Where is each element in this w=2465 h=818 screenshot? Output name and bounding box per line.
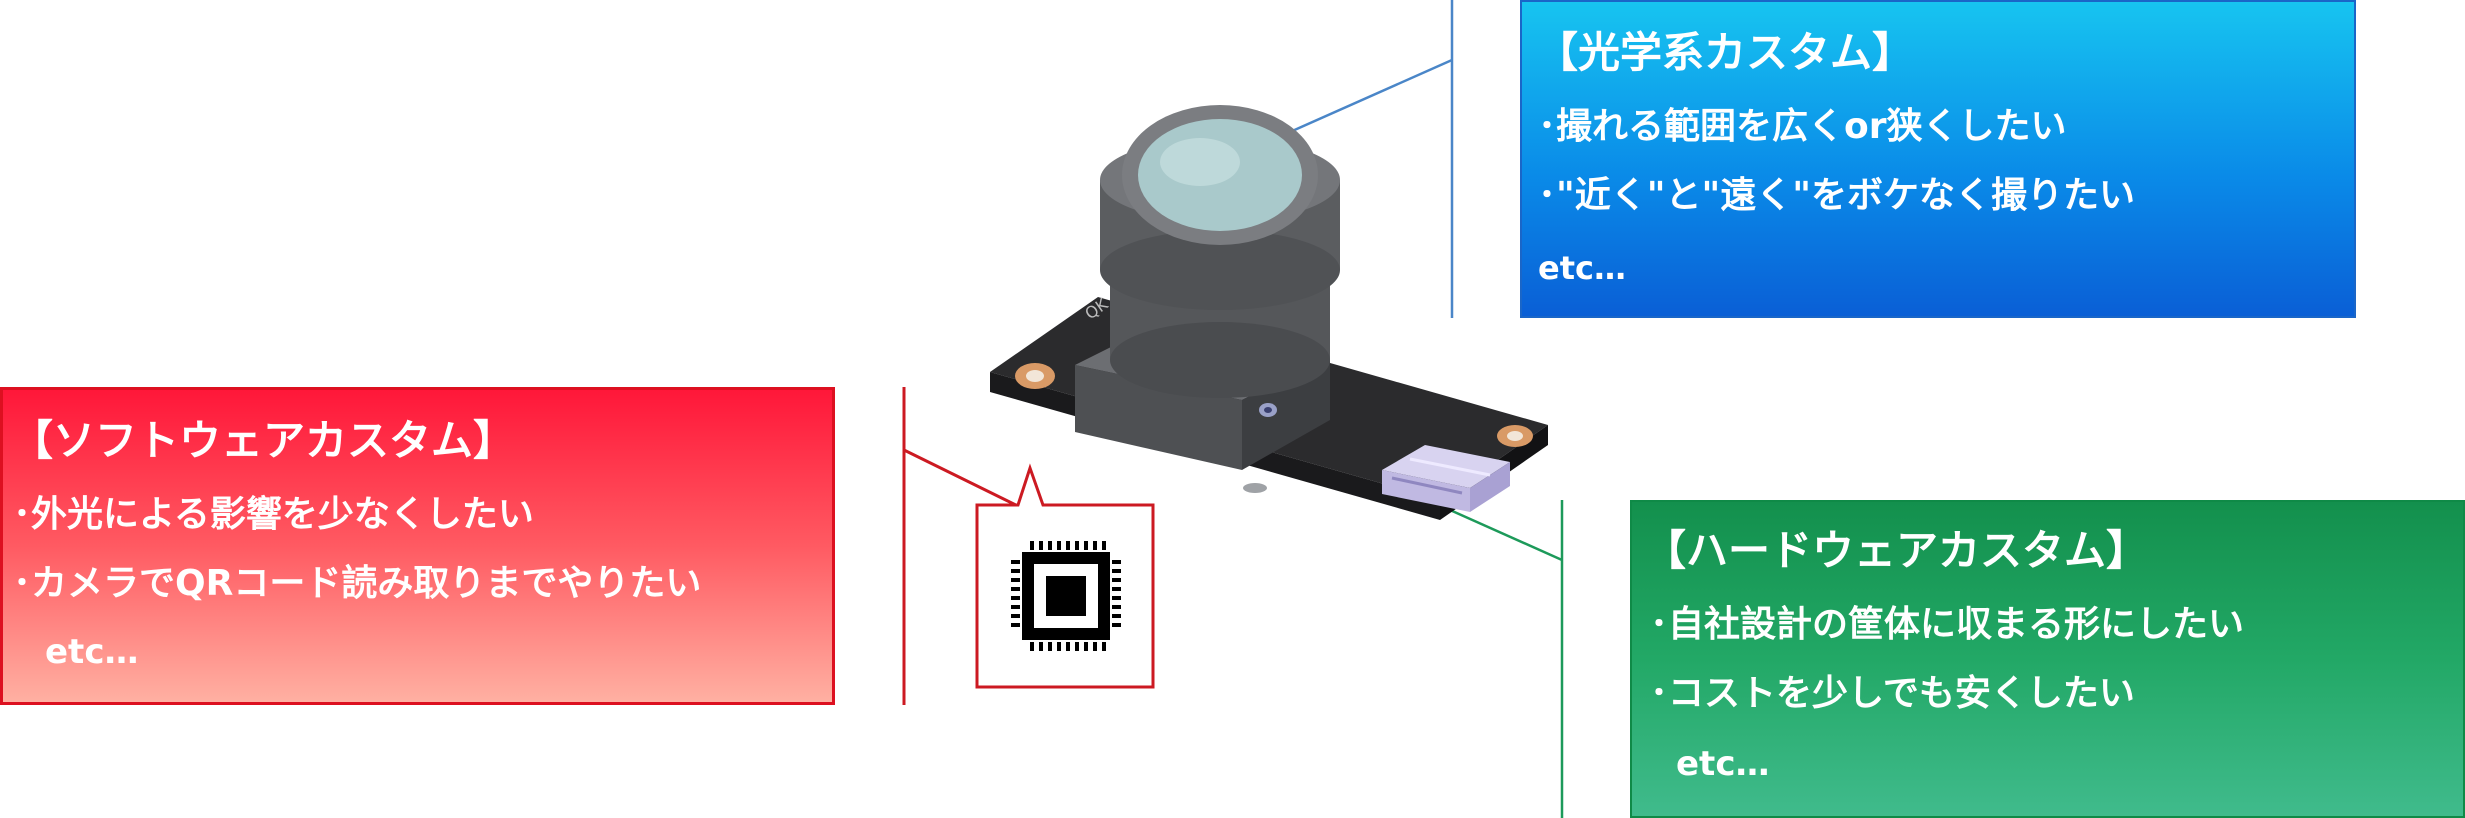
hardware-connector-line [1449, 500, 1564, 818]
optical-etc: etc… [1538, 249, 1626, 287]
software-item-1: ･外光による影響を少なくしたい [13, 494, 534, 535]
optical-item-1: ･撮れる範囲を広くor狭くしたい [1538, 106, 2067, 147]
optical-item-2: ･"近く"と"遠く"をボケなく撮りたい [1538, 175, 2136, 216]
software-custom-box: 【ソフトウェアカスタム】 ･外光による影響を少なくしたい ･カメラでQRコード読… [0, 387, 835, 705]
software-title: 【ソフトウェアカスタム】 [11, 416, 516, 465]
hardware-item-2: ･コストを少しでも安くしたい [1650, 673, 2135, 714]
hardware-item-1: ･自社設計の筐体に収まる形にしたい [1650, 604, 2245, 645]
optical-connector-line [1271, 0, 1454, 318]
software-connector-line [902, 387, 1023, 705]
camera-module-illustration: QK [990, 105, 1548, 520]
hardware-etc: etc… [1676, 744, 1770, 784]
chip-icon [1011, 541, 1121, 651]
hardware-custom-box: 【ハードウェアカスタム】 ･自社設計の筐体に収まる形にしたい ･コストを少しでも… [1630, 500, 2465, 818]
software-item-2: ･カメラでQRコード読み取りまでやりたい [13, 563, 702, 604]
optical-title: 【光学系カスタム】 [1536, 28, 1915, 77]
optical-custom-box: 【光学系カスタム】 ･撮れる範囲を広くor狭くしたい ･"近く"と"遠く"をボケ… [1520, 0, 2356, 318]
hardware-title: 【ハードウェアカスタム】 [1644, 526, 2149, 575]
software-etc: etc… [45, 632, 139, 672]
